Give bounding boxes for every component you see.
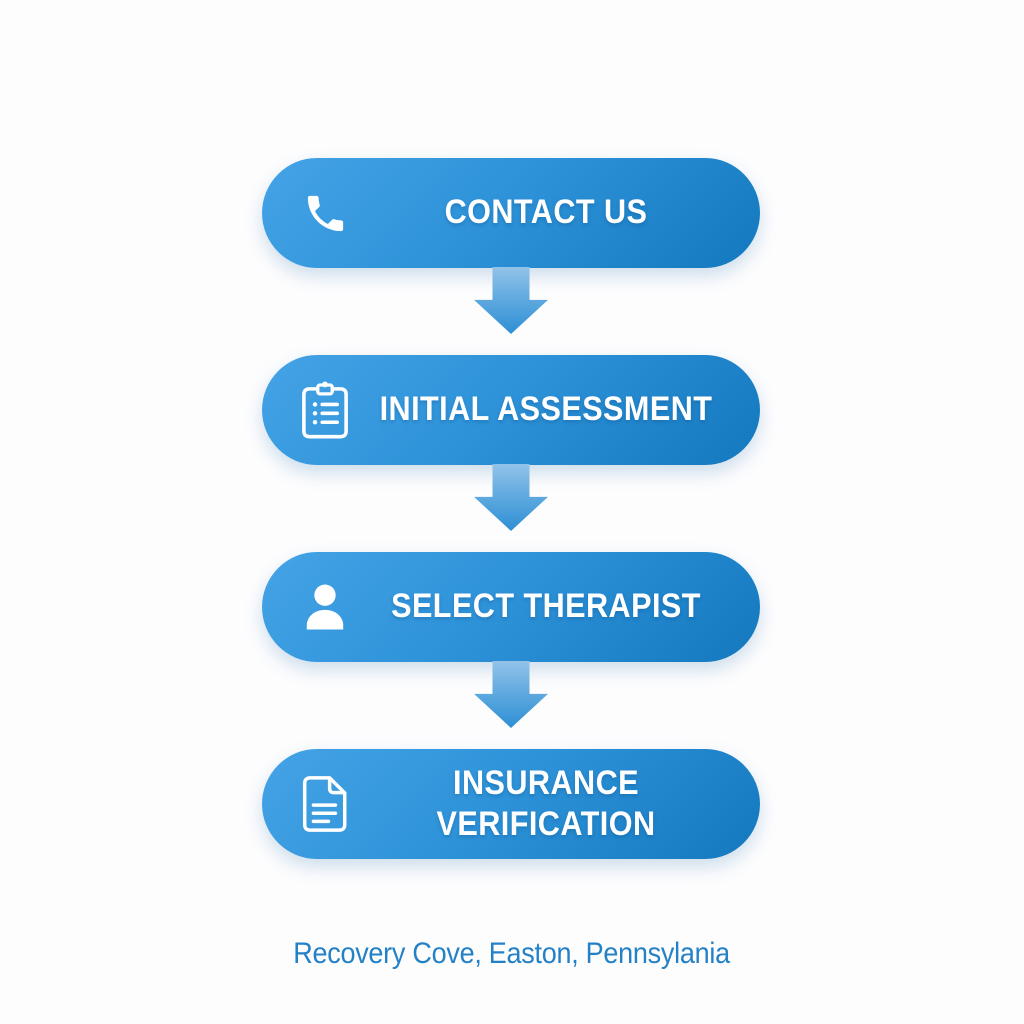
step-initial-assessment[interactable]: INITIAL ASSESSMENT: [262, 355, 760, 465]
footer: Recovery Cove, Easton, Pennsylania: [0, 937, 1024, 971]
step-label: INSURANCE VERIFICATION: [436, 763, 656, 843]
document-icon: [296, 772, 354, 836]
flow-arrow: [262, 267, 760, 355]
person-icon: [296, 575, 354, 639]
process-flow: CONTACT US INITIAL ASSESSMENT: [262, 158, 760, 859]
step-label: INITIAL ASSESSMENT: [379, 390, 713, 429]
flow-arrow: [262, 464, 760, 552]
step-insurance-verification[interactable]: INSURANCE VERIFICATION: [262, 749, 760, 859]
flow-arrow: [262, 661, 760, 749]
phone-icon: [296, 181, 354, 245]
step-label: CONTACT US: [444, 193, 648, 232]
clipboard-checklist-icon: [296, 378, 354, 442]
step-select-therapist[interactable]: SELECT THERAPIST: [262, 552, 760, 662]
step-label: SELECT THERAPIST: [391, 587, 701, 626]
step-contact-us[interactable]: CONTACT US: [262, 158, 760, 268]
down-arrow-icon: [474, 661, 548, 728]
down-arrow-icon: [474, 267, 548, 334]
location-caption: Recovery Cove, Easton, Pennsylania: [293, 937, 731, 970]
down-arrow-icon: [474, 464, 548, 531]
